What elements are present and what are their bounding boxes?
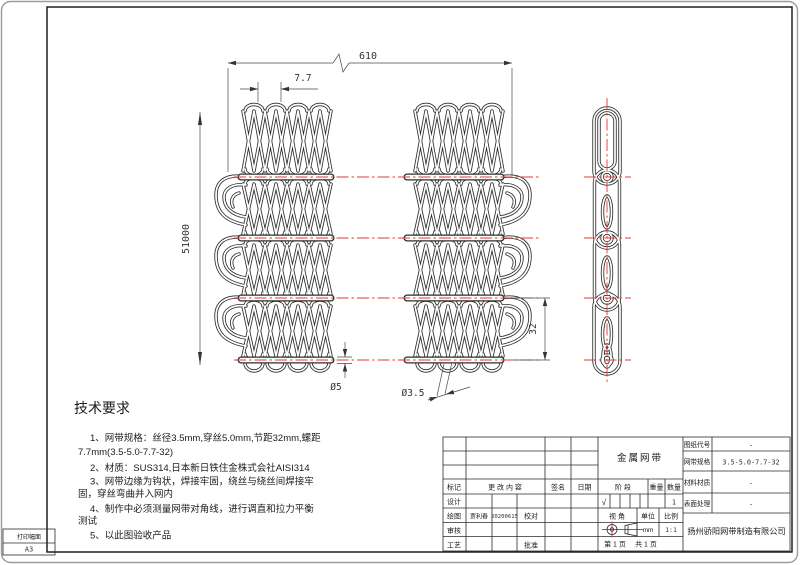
projection-symbol-icon (602, 521, 643, 538)
field-label-sheet-code: 图纸代号 (684, 440, 711, 449)
scale-label: 比例 (664, 512, 678, 521)
tech-requirement-line: 1、网带规格：丝径3.5mm,穿丝5.0mm,节距32mm,螺距 (90, 432, 321, 444)
qty-value: 1 (672, 499, 676, 507)
tech-requirement-line: 固，穿丝弯曲并入网内 (78, 488, 173, 500)
header-weight: 重量 (650, 484, 664, 492)
header-qty: 数量 (667, 483, 681, 492)
header-sign: 签名 (551, 483, 565, 492)
field-label-material: 材料材质 (684, 478, 711, 487)
field-label-surface: 表面处理 (684, 499, 711, 508)
dim-rod-pitch: 32 (528, 323, 539, 334)
dim-wire-diameter: Ø3.5 (402, 388, 425, 399)
row-proof: 校对 (524, 512, 538, 521)
row-draw: 绘图 (447, 512, 461, 521)
tech-requirement-line: 3、网带边缘为钩状，焊接牢固，绕丝与绕丝间焊接牢 (90, 476, 314, 488)
row-process: 工艺 (447, 542, 461, 550)
scale-value: 1:1 (665, 526, 677, 534)
view-label: 视 角 (609, 512, 625, 521)
dimension-51000: 51000 (181, 112, 202, 365)
tech-requirement-line: 5、以此图验收产品 (90, 530, 171, 542)
field-value-sheet-code: - (749, 442, 753, 450)
tech-requirement-line: 2、材质：SUS314,日本新日铁住金株式会社AISI314 (90, 462, 310, 474)
draw-date: 20200615 (491, 514, 518, 520)
title-block: 金属网带 图纸代号 - 网带规格 3.5-5.0-7.7-32 材料材质 - 表… (442, 436, 791, 552)
header-date: 日期 (578, 484, 592, 492)
company-name: 扬州骄阳网带制造有限公司 (687, 526, 785, 536)
tech-requirements: 技术要求 1、网带规格：丝径3.5mm,穿丝5.0mm,节距32mm,螺距 7.… (74, 400, 321, 542)
dimension-wire-diameter: Ø3.5 (402, 361, 471, 402)
dimension-610: 610 (227, 51, 513, 176)
tech-requirement-line: 7.7mm(3.5-5.0-7.7-32) (78, 447, 173, 458)
row-review: 审核 (447, 526, 461, 535)
print-format-value: A3 (25, 546, 33, 554)
dim-rod-diameter: Ø5 (330, 382, 341, 393)
header-mark: 标记 (447, 483, 461, 492)
dim-total-width: 610 (359, 51, 377, 62)
header-stage: 阶 段 (615, 483, 631, 492)
dimension-32: 32 (505, 297, 550, 361)
dim-spiral-pitch: 7.7 (294, 73, 311, 84)
tech-requirement-line: 4、制作中必须测量网带对角线，进行调直和拉力平衡 (90, 503, 314, 515)
sheet-frame (46, 6, 793, 553)
dim-belt-length: 51000 (181, 224, 192, 254)
field-value-material: - (749, 480, 753, 488)
print-format-label: 打印幅面 (17, 533, 41, 541)
centerlines (234, 98, 631, 382)
print-format-box: 打印幅面 A3 (2, 528, 56, 556)
tech-requirements-title: 技术要求 (74, 400, 130, 416)
field-value-surface: - (749, 501, 753, 509)
unit-label: 单位 (641, 512, 655, 521)
dimension-rod-diameter: Ø5 (330, 342, 352, 393)
tech-requirement-line: 测试 (78, 515, 98, 527)
drawing-title: 金属网带 (617, 452, 663, 464)
row-approve: 批准 (524, 541, 538, 550)
page-info-total: 共 1 页 (635, 540, 657, 549)
field-value-belt-spec: 3.5-5.0-7.7-32 (722, 459, 779, 467)
unit-value: mm (643, 527, 654, 534)
stage-check: √ (602, 498, 607, 507)
row-design: 设计 (447, 497, 461, 506)
field-label-belt-spec: 网带规格 (684, 457, 711, 466)
header-change: 更 改 内 容 (488, 483, 522, 492)
page-info-current: 第 1 页 (604, 540, 626, 549)
dimension-7.7: 7.7 (240, 73, 318, 102)
draw-name: 贾利春 (470, 513, 488, 521)
